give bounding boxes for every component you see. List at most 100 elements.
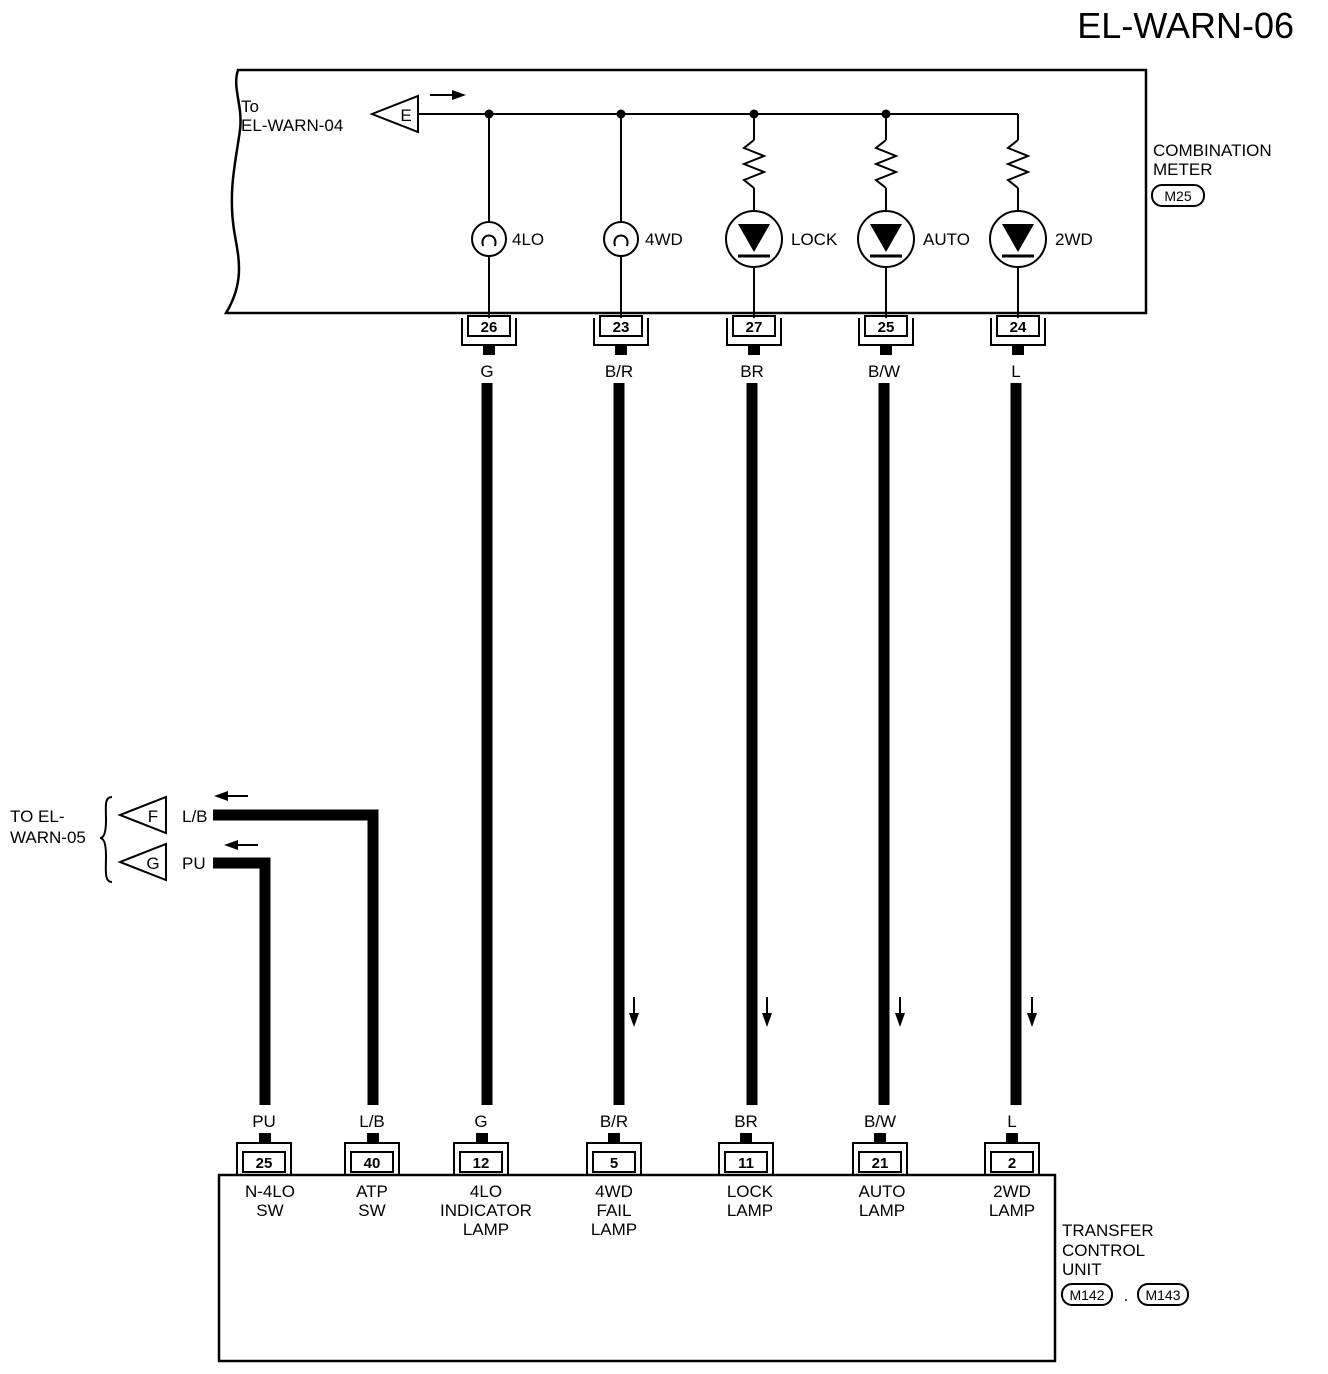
lamp-label-lock: LOCK	[791, 230, 838, 249]
svg-text:2: 2	[1008, 1155, 1016, 1172]
down-arrow-icon	[895, 997, 905, 1027]
offpage-connector-g	[117, 842, 167, 882]
down-arrow-icon	[762, 997, 772, 1027]
page-title: EL-WARN-06	[1077, 5, 1294, 46]
bulb-4wd: 4WD	[603, 114, 683, 318]
led-2wd: 2WD	[989, 114, 1093, 318]
ref-to-label: To	[241, 97, 259, 116]
down-arrow-icon	[1027, 997, 1037, 1027]
wire-color-bottom: L	[1007, 1112, 1016, 1131]
tcu-connector-label-2: M143	[1145, 1287, 1180, 1303]
meter-pin-23: 23	[593, 315, 649, 355]
tcu-outline	[217, 1173, 1057, 1363]
filament-icon	[613, 234, 629, 247]
offpage-ref-warn05: TO EL- WARN-05 F L/B G PU	[10, 791, 258, 883]
pin-function-label: LAMP	[463, 1220, 509, 1239]
wire-color-pu-top: PU	[182, 854, 206, 873]
pin-function-label: 4LO	[470, 1182, 502, 1201]
tcu-connector-label-1: M142	[1069, 1287, 1104, 1303]
led-auto: AUTO	[857, 114, 970, 318]
wire-pu	[213, 857, 271, 1105]
left-arrow-icon	[224, 840, 238, 850]
tcu-pin-25: 25	[236, 1133, 292, 1175]
tcu-name-line2: CONTROL	[1062, 1241, 1145, 1260]
bulb-icon	[603, 221, 639, 257]
tcu-name-line1: TRANSFER	[1062, 1221, 1154, 1240]
lamp-label-4wd: 4WD	[645, 230, 683, 249]
wire-color-bottom: G	[474, 1112, 487, 1131]
lamp-label-auto: AUTO	[923, 230, 970, 249]
svg-text:25: 25	[878, 319, 895, 336]
wire-color-top: L	[1011, 362, 1020, 381]
pin-function-label: SW	[358, 1201, 385, 1220]
meter-pin-24: 24	[990, 315, 1046, 355]
pin-function-label: LOCK	[727, 1182, 774, 1201]
pin-function-label: SW	[256, 1201, 283, 1220]
pin-function-label: 4WD	[595, 1182, 633, 1201]
wire-color-lb-top: L/B	[182, 807, 208, 826]
pin-function-label: FAIL	[597, 1201, 632, 1220]
led-lock: LOCK	[725, 114, 838, 318]
wire-color-top: B/W	[868, 362, 900, 381]
meter-pin-26: 26	[461, 315, 517, 355]
pin-function-label: ATP	[356, 1182, 388, 1201]
ref-page-label: EL-WARN-04	[241, 116, 343, 135]
lamp-label-4lo: 4LO	[512, 230, 544, 249]
pin-function-label: 2WD	[993, 1182, 1031, 1201]
wire-color-bottom: L/B	[359, 1112, 385, 1131]
tcu-pin-11: 11	[718, 1133, 774, 1175]
wire-color-top: B/R	[605, 362, 633, 381]
pin-function-label: INDICATOR	[440, 1201, 532, 1220]
left-arrow-icon	[214, 791, 228, 801]
offpage-connector-f	[117, 795, 167, 835]
svg-text:5: 5	[610, 1155, 618, 1172]
tcu-pin-40: 40	[344, 1133, 400, 1175]
wire-l-b	[213, 809, 379, 1105]
bulb-4lo: 4LO	[471, 114, 544, 318]
meter-connector-label: M25	[1164, 188, 1191, 204]
lamp-label-2wd: 2WD	[1055, 230, 1093, 249]
wire-color-bottom: BR	[734, 1112, 758, 1131]
offpage-letter-f: F	[148, 807, 158, 826]
wire-color-top: G	[480, 362, 493, 381]
tcu-connector-badge-1	[1061, 1283, 1113, 1306]
pin-function-label: LAMP	[859, 1201, 905, 1220]
svg-text:23: 23	[613, 319, 630, 336]
pin-function-label: LAMP	[727, 1201, 773, 1220]
tcu-connector-separator: .	[1124, 1286, 1129, 1305]
down-arrow-icon	[629, 997, 639, 1027]
tcu-pin-21: 21	[852, 1133, 908, 1175]
meter-pin-25: 25	[858, 315, 914, 355]
pin-function-label: LAMP	[591, 1220, 637, 1239]
brace-icon	[99, 796, 113, 883]
resistor-icon	[873, 139, 899, 189]
meter-name-line2: METER	[1153, 160, 1213, 179]
combination-meter: COMBINATION METER M25 To EL-WARN-04 E 4L…	[223, 68, 1272, 318]
meter-connector-badge	[1151, 184, 1205, 207]
transfer-control-unit: N-4LO SW ATP SW 4LO INDICATOR LAMP 4WD F…	[217, 1173, 1189, 1363]
tcu-name-line3: UNIT	[1062, 1260, 1102, 1279]
meter-pin-27: 27	[726, 315, 782, 355]
wire-color-bottom: B/W	[864, 1112, 896, 1131]
pin-function-label: LAMP	[989, 1201, 1035, 1220]
svg-text:12: 12	[473, 1155, 490, 1172]
direction-arrow-icon	[452, 90, 466, 100]
meter-name-line1: COMBINATION	[1153, 141, 1272, 160]
tcu-pin-12: 12	[453, 1133, 509, 1175]
wire-color-bottom: B/R	[600, 1112, 628, 1131]
svg-text:27: 27	[746, 319, 763, 336]
offpage-letter-e: E	[400, 106, 411, 125]
tcu-pin-2: 2	[984, 1133, 1040, 1175]
offpage-label-line1: TO EL-	[10, 807, 64, 826]
svg-text:21: 21	[872, 1155, 889, 1172]
pin-function-label: AUTO	[859, 1182, 906, 1201]
resistor-icon	[741, 139, 767, 189]
meter-outline	[223, 68, 1148, 315]
bulb-icon	[471, 221, 507, 257]
tcu-connector-badge-2	[1137, 1283, 1189, 1306]
svg-text:25: 25	[256, 1155, 273, 1172]
wire-color-bottom: PU	[252, 1112, 276, 1131]
tcu-pin-5: 5	[586, 1133, 642, 1175]
svg-text:24: 24	[1010, 319, 1027, 336]
